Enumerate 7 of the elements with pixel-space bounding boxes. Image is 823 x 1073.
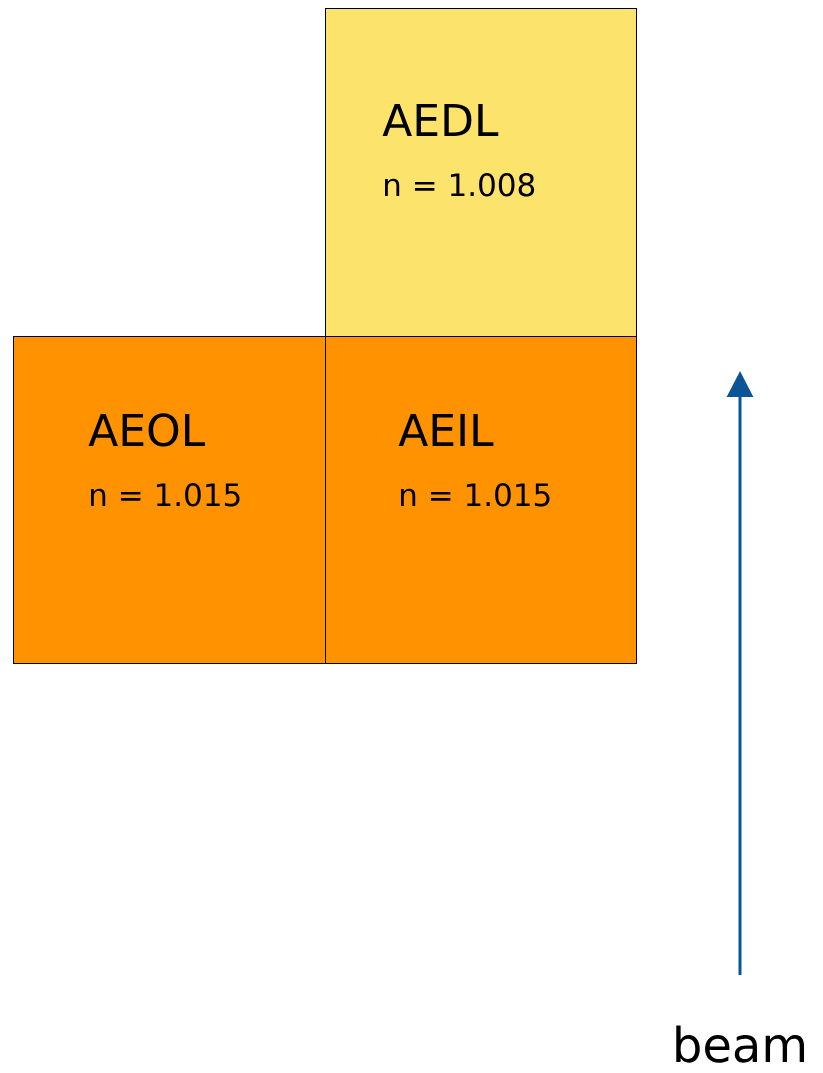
cell-label: n = 1.008 bbox=[385, 173, 535, 197]
beam-label: beam bbox=[676, 1025, 805, 1063]
cell-label: AEDL bbox=[382, 103, 499, 136]
cell-label: n = 1.015 bbox=[91, 483, 240, 507]
cell-label: AEIL bbox=[398, 413, 494, 446]
cell-label: n = 1.015 bbox=[401, 483, 550, 507]
cell-label: AEOL bbox=[88, 413, 205, 447]
